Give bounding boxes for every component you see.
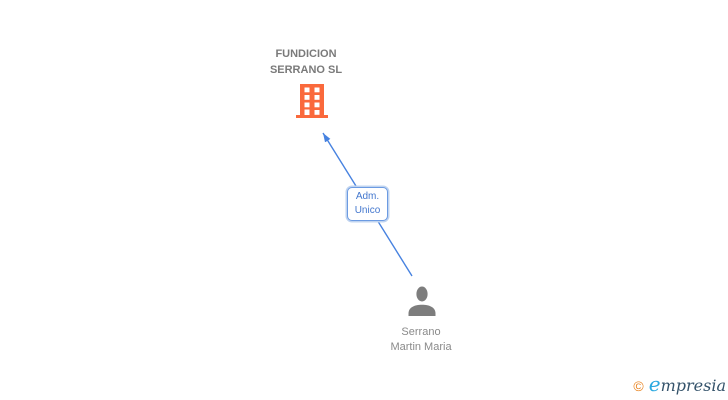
person-name-line2: Martin Maria <box>390 341 452 353</box>
company-name-line2: SERRANO SL <box>269 64 343 76</box>
relationship-label-line2: Unico <box>354 205 381 216</box>
user-icon[interactable] <box>407 286 437 316</box>
relationship-label-line1: Adm. <box>355 191 380 202</box>
brand-logo-initial: e <box>648 372 661 396</box>
building-icon[interactable] <box>296 84 328 118</box>
relationship-label-box: Adm. Unico <box>347 187 388 221</box>
person-name-line1: Serrano <box>401 326 441 338</box>
copyright-icon: © <box>633 378 644 394</box>
brand-logo-text: mpresia <box>660 376 726 395</box>
company-name-line1: FUNDICION <box>275 48 337 60</box>
brand-logo[interactable]: © e mpresia <box>633 372 726 396</box>
company-name: FUNDICION SERRANO SL <box>226 46 386 78</box>
person-name: Serrano Martin Maria <box>351 325 491 355</box>
